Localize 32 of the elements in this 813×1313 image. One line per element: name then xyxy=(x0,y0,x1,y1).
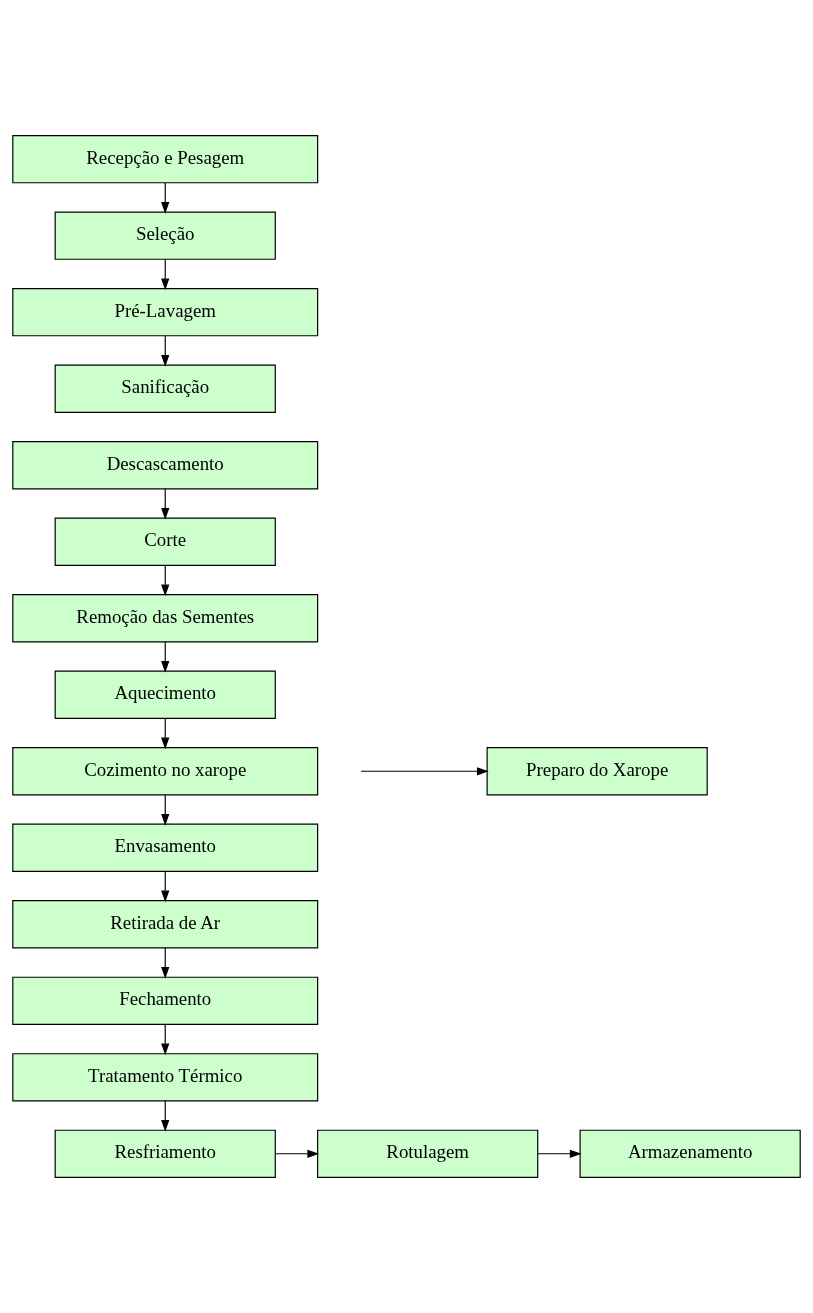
arrow xyxy=(161,794,170,826)
arrow xyxy=(161,947,170,979)
arrow xyxy=(360,767,489,776)
arrow xyxy=(161,335,170,367)
arrow xyxy=(161,259,170,291)
node-box: Envasamento xyxy=(12,823,319,872)
arrow xyxy=(161,871,170,903)
node-box: Corte xyxy=(54,517,276,566)
node-box: Armazenamento xyxy=(579,1129,801,1178)
node-box: Retirada de Ar xyxy=(12,900,319,949)
arrow xyxy=(161,718,170,750)
node-box: Rotulagem xyxy=(317,1129,539,1178)
node-box: Preparo do Xarope xyxy=(486,747,708,796)
node-box: Seleção xyxy=(54,211,276,260)
arrow xyxy=(537,1149,582,1158)
node-box: Descascamento xyxy=(12,441,319,490)
node-box: Fechamento xyxy=(12,976,319,1025)
arrow xyxy=(274,1149,320,1158)
node-box: Remoção das Sementes xyxy=(12,594,319,643)
arrow xyxy=(161,1023,170,1056)
node-box: Cozimento no xarope xyxy=(12,747,319,796)
node-box: Pré-Lavagem xyxy=(12,288,319,337)
arrow xyxy=(161,565,170,597)
node-box: Aquecimento xyxy=(54,670,276,719)
node-box: Sanificação xyxy=(54,364,276,413)
arrow xyxy=(161,182,170,214)
node-box: Recepção e Pesagem xyxy=(12,135,319,184)
node-box: Tratamento Térmico xyxy=(12,1053,319,1102)
arrow xyxy=(161,488,170,520)
arrow xyxy=(161,1100,170,1132)
node-box: Resfriamento xyxy=(54,1129,276,1178)
arrow xyxy=(161,641,170,673)
